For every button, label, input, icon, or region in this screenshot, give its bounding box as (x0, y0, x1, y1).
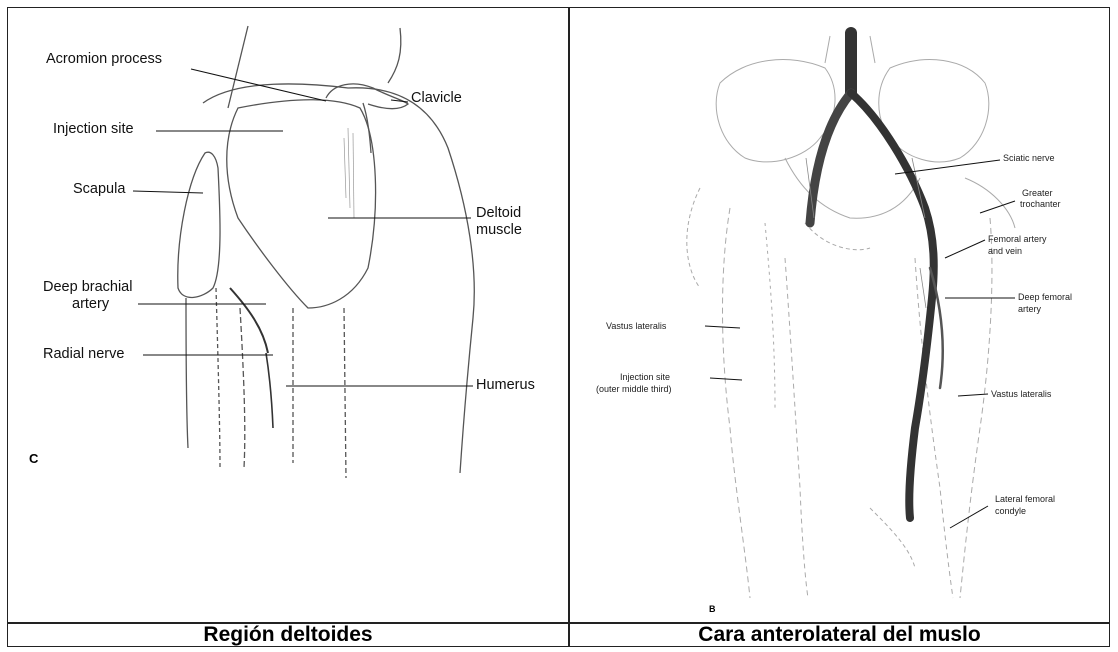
label-femoral-line1: Femoral artery (988, 234, 1047, 244)
label-sciatic-nerve: Sciatic nerve (1003, 153, 1055, 163)
panel-letter-b: B (709, 604, 716, 614)
label-vastus-lateralis-right: Vastus lateralis (991, 389, 1051, 399)
thigh-panel: Sciatic nerve Greater trochanter Femoral… (570, 8, 1109, 621)
label-deep-brachial-line1: Deep brachial (43, 279, 132, 295)
label-radial-nerve: Radial nerve (43, 346, 124, 362)
label-greater-trochanter-line1: Greater (1022, 188, 1053, 198)
label-deltoid-line2: muscle (476, 222, 522, 238)
thigh-illustration (570, 8, 1109, 621)
label-femoral-line2: and vein (988, 246, 1022, 256)
label-lateral-condyle-line2: condyle (995, 506, 1026, 516)
label-injection-site-line2: (outer middle third) (596, 384, 672, 394)
label-greater-trochanter-line2: trochanter (1020, 199, 1061, 209)
label-deep-brachial-line2: artery (72, 296, 109, 312)
label-deep-femoral-line2: artery (1018, 304, 1041, 314)
label-scapula: Scapula (73, 181, 125, 197)
label-deep-femoral-line1: Deep femoral (1018, 292, 1072, 302)
caption-anterolateral-thigh: Cara anterolateral del muslo (570, 624, 1109, 646)
deltoid-panel: Acromion process Clavicle Injection site… (8, 8, 568, 621)
label-acromion-process: Acromion process (46, 51, 162, 67)
deltoid-illustration (8, 8, 568, 621)
panel-letter-c: C (29, 451, 38, 466)
label-humerus: Humerus (476, 377, 535, 393)
label-deltoid-line1: Deltoid (476, 205, 521, 221)
label-lateral-condyle-line1: Lateral femoral (995, 494, 1055, 504)
label-injection-site: Injection site (53, 121, 134, 137)
label-injection-site-line1: Injection site (620, 372, 670, 382)
label-vastus-lateralis-left: Vastus lateralis (606, 321, 666, 331)
caption-deltoid-region: Región deltoides (8, 624, 568, 646)
label-clavicle: Clavicle (411, 90, 462, 106)
